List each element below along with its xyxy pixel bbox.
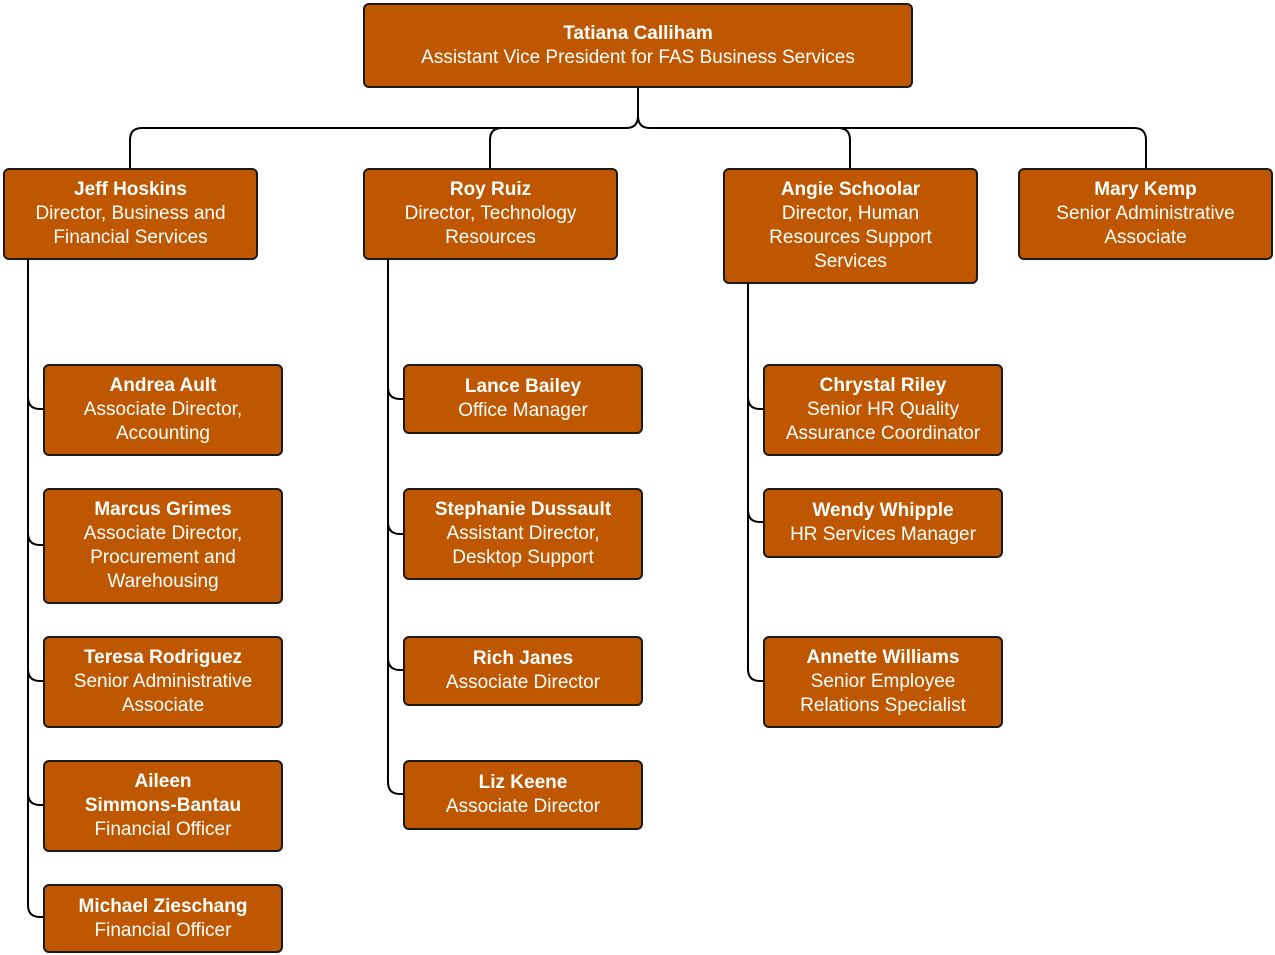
node-name: Michael Zieschang bbox=[78, 895, 248, 917]
node-report-michael-zieschang[interactable]: Michael Zieschang Financial Officer bbox=[43, 884, 283, 953]
node-director-jeff-hoskins[interactable]: Jeff Hoskins Director, Business and Fina… bbox=[3, 168, 258, 260]
node-title: Financial Officer bbox=[94, 919, 232, 941]
node-name: Jeff Hoskins bbox=[74, 179, 187, 200]
node-report-aileen-simmons-bantau[interactable]: Aileen Simmons-Bantau Financial Officer bbox=[43, 760, 283, 852]
connector-root-to-roy bbox=[637, 115, 1147, 168]
node-title: Senior Administrative Associate bbox=[1056, 203, 1235, 248]
node-report-stephanie-dussault[interactable]: Stephanie Dussault Assistant Director, D… bbox=[403, 488, 643, 580]
node-title: Assistant Vice President for FAS Busines… bbox=[421, 46, 855, 68]
node-name: Wendy Whipple bbox=[812, 500, 954, 521]
node-report-teresa-rodriguez[interactable]: Teresa Rodriguez Senior Administrative A… bbox=[43, 636, 283, 728]
node-title: Office Manager bbox=[458, 400, 588, 421]
node-title: Financial Officer bbox=[94, 819, 232, 840]
node-name: Rich Janes bbox=[472, 648, 574, 669]
node-report-rich-janes[interactable]: Rich Janes Associate Director bbox=[403, 636, 643, 706]
node-name: Mary Kemp bbox=[1094, 179, 1197, 200]
node-name: Angie Schoolar bbox=[780, 179, 921, 200]
node-title: Director, Technology Resources bbox=[404, 203, 577, 248]
node-report-wendy-whipple[interactable]: Wendy Whipple HR Services Manager bbox=[763, 488, 1003, 558]
node-director-mary-kemp[interactable]: Mary Kemp Senior Administrative Associat… bbox=[1018, 168, 1273, 260]
node-director-angie-schoolar[interactable]: Angie Schoolar Director, Human Resources… bbox=[723, 168, 978, 284]
node-name: Tatiana Calliham bbox=[563, 22, 713, 44]
node-report-lance-bailey[interactable]: Lance Bailey Office Manager bbox=[403, 364, 643, 434]
node-name: Annette Williams bbox=[806, 647, 960, 668]
connector-roy-rich bbox=[387, 657, 403, 671]
connector-jeff-aileen bbox=[27, 792, 43, 806]
node-name: Andrea Ault bbox=[109, 375, 217, 396]
connector-roy-lance bbox=[387, 386, 403, 400]
node-name: Roy Ruiz bbox=[449, 179, 532, 200]
connector-jeff-andrea bbox=[27, 396, 43, 410]
node-title: Associate Director, Accounting bbox=[83, 399, 243, 444]
node-report-annette-williams[interactable]: Annette Williams Senior Employee Relatio… bbox=[763, 636, 1003, 728]
node-title: Assistant Director, Desktop Support bbox=[446, 523, 600, 568]
node-name: Marcus Grimes bbox=[94, 499, 232, 520]
connector-roy-stephanie bbox=[387, 521, 403, 535]
node-title: Associate Director bbox=[445, 796, 601, 817]
node-report-chrystal-riley[interactable]: Chrystal Riley Senior HR Quality Assuran… bbox=[763, 364, 1003, 456]
node-title: Director, Human Resources Support Servic… bbox=[769, 203, 932, 272]
node-name: Lance Bailey bbox=[464, 376, 582, 397]
connector-jeff-spine bbox=[27, 260, 43, 918]
node-title: Director, Business and Financial Service… bbox=[35, 203, 226, 248]
node-title: Senior Employee Relations Specialist bbox=[800, 671, 966, 716]
node-director-roy-ruiz[interactable]: Roy Ruiz Director, Technology Resources bbox=[363, 168, 618, 260]
connector-angie-spine bbox=[747, 284, 763, 682]
node-title: Senior HR Quality Assurance Coordinator bbox=[785, 399, 981, 444]
node-name: Chrystal Riley bbox=[819, 375, 947, 396]
node-title: Associate Director bbox=[445, 672, 601, 693]
connector-bus-roy bbox=[489, 127, 503, 168]
node-name: Teresa Rodriguez bbox=[83, 647, 243, 668]
node-title: HR Services Manager bbox=[790, 524, 976, 545]
connector-roy-spine bbox=[387, 260, 403, 795]
connector-angie-wendy bbox=[747, 509, 763, 523]
node-name: Liz Keene bbox=[478, 772, 568, 793]
node-root[interactable]: Tatiana Calliham Assistant Vice Presiden… bbox=[363, 3, 913, 88]
connector-angie-chrystal bbox=[747, 396, 763, 410]
connector-jeff-teresa bbox=[27, 668, 43, 682]
connector-bus-angie bbox=[837, 127, 851, 168]
connector-root-trunk bbox=[129, 88, 639, 168]
node-title: Associate Director, Procurement and Ware… bbox=[83, 523, 243, 592]
node-title: Senior Administrative Associate bbox=[73, 671, 253, 716]
node-report-liz-keene[interactable]: Liz Keene Associate Director bbox=[403, 760, 643, 830]
node-name: Stephanie Dussault bbox=[434, 499, 612, 520]
connector-jeff-marcus bbox=[27, 532, 43, 546]
node-report-andrea-ault[interactable]: Andrea Ault Associate Director, Accounti… bbox=[43, 364, 283, 456]
node-report-marcus-grimes[interactable]: Marcus Grimes Associate Director, Procur… bbox=[43, 488, 283, 604]
node-name: Aileen Simmons-Bantau bbox=[84, 771, 242, 816]
